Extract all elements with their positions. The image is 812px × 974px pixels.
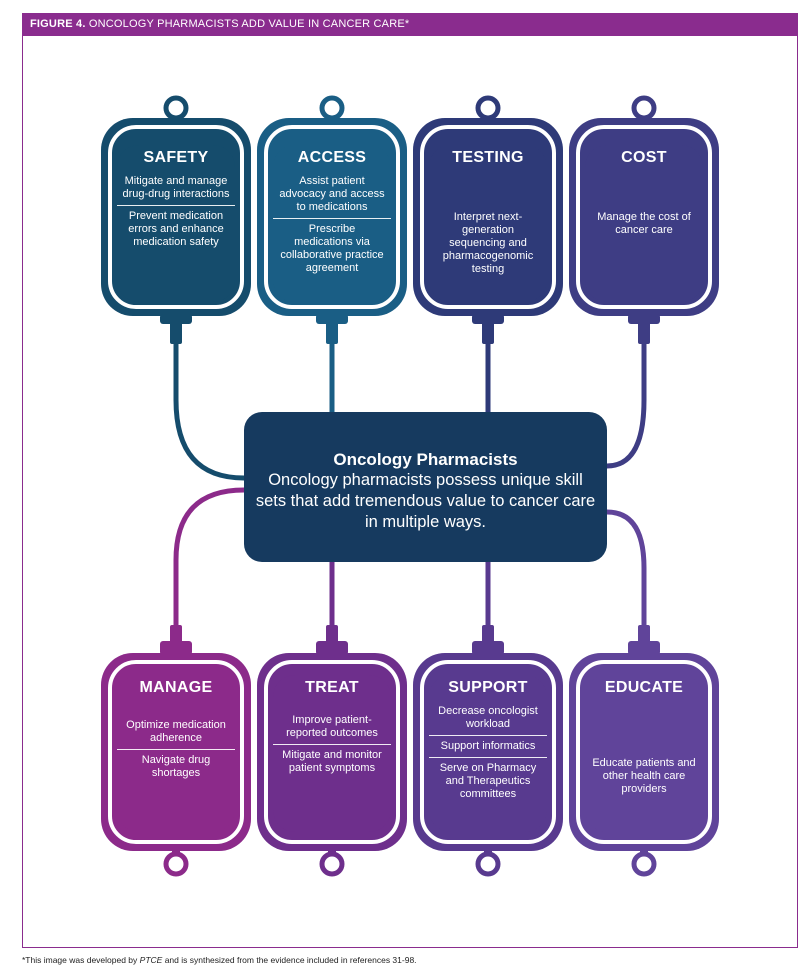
educate-bag-inner-outline <box>576 660 712 844</box>
treat-section-2: Mitigate and monitor patient symptoms <box>273 744 391 779</box>
figure-frame <box>22 36 798 948</box>
cost-bag: COST Manage the cost of cancer care <box>585 145 703 302</box>
figure-label: FIGURE 4. <box>30 18 86 30</box>
support-section-3: Serve on Pharmacy and Therapeutics commi… <box>429 757 547 805</box>
manage-bag-inner-outline <box>108 660 244 844</box>
testing-bag-inner-outline <box>420 125 556 309</box>
access-bag-spout <box>326 322 338 344</box>
treat-bag-port <box>316 641 348 655</box>
educate-hanger-ring <box>631 851 657 877</box>
cost-hanger-ring <box>631 95 657 121</box>
treat-hanger-ring <box>319 851 345 877</box>
safety-bag-spout <box>170 322 182 344</box>
figure-header: FIGURE 4. ONCOLOGY PHARMACISTS ADD VALUE… <box>22 13 798 36</box>
educate-tubing <box>606 509 647 630</box>
treat-bag-spout <box>326 625 338 643</box>
support-title: SUPPORT <box>448 679 528 696</box>
treat-title: TREAT <box>305 679 359 696</box>
figure-title: ONCOLOGY PHARMACISTS ADD VALUE IN CANCER… <box>88 18 410 30</box>
safety-bag-port <box>160 314 192 324</box>
access-hanger-ring <box>319 95 345 121</box>
access-bag-port <box>316 314 348 324</box>
testing-hanger-ring <box>475 95 501 121</box>
access-bag-inner-outline <box>264 125 400 309</box>
testing-section-1: Interpret next-generation sequencing and… <box>442 211 534 275</box>
cost-section-1: Manage the cost of cancer care <box>597 211 691 236</box>
footnote-prefix: *This image was developed by <box>22 955 140 965</box>
manage-bag-port <box>160 641 192 655</box>
cost-bag-spout <box>638 322 650 344</box>
access-section-2: Prescribe medications via collaborative … <box>273 218 391 279</box>
center-box: Oncology Pharmacists Oncology pharmacist… <box>244 412 607 562</box>
access-title: ACCESS <box>297 149 367 166</box>
safety-title: SAFETY <box>143 149 209 166</box>
manage-section-2: Navigate drug shortages <box>117 749 235 784</box>
access-section-1: Assist patient advocacy and access to me… <box>279 175 385 213</box>
educate-title: EDUCATE <box>604 679 684 696</box>
testing-title: TESTING <box>452 149 524 166</box>
center-title: Oncology Pharmacists <box>333 450 518 469</box>
cost-tubing <box>606 340 647 469</box>
testing-bag: TESTING Interpret next-generation sequenc… <box>429 145 547 302</box>
manage-section-1: Optimize medication adherence <box>126 719 226 744</box>
support-bag-inner-outline <box>420 660 556 844</box>
testing-bag-spout <box>482 322 494 344</box>
safety-hanger-ring <box>163 95 189 121</box>
support-bag-spout <box>482 625 494 643</box>
support-section-1: Decrease oncologist workload <box>438 705 538 730</box>
treat-section-1: Improve patient-reported outcomes <box>286 714 378 739</box>
treat-bag-inner-outline <box>264 660 400 844</box>
educate-section-1: Educate patients and other health care p… <box>592 757 696 795</box>
safety-tubing <box>173 340 245 481</box>
safety-bag-inner-outline <box>108 125 244 309</box>
cost-bag-port <box>628 314 660 324</box>
footnote-org: PTCE <box>139 955 163 965</box>
support-hanger-ring <box>475 851 501 877</box>
support-bag-port <box>472 641 504 655</box>
educate-bag-port <box>628 641 660 655</box>
educate-bag: EDUCATE Educate patients and other health… <box>585 675 703 832</box>
safety-section-1: Mitigate and manage drug-drug interactio… <box>122 175 230 200</box>
manage-hanger-ring <box>163 851 189 877</box>
footnote: *This image was developed by PTCE and is… <box>22 955 417 965</box>
educate-bag-spout <box>638 625 650 643</box>
manage-title: MANAGE <box>139 679 213 696</box>
testing-bag-port <box>472 314 504 324</box>
support-section-2: Support informatics <box>429 735 547 757</box>
footnote-suffix: and is synthesized from the evidence inc… <box>162 955 417 965</box>
safety-section-2: Prevent medication errors and enhance me… <box>117 205 235 253</box>
center-description: Oncology pharmacists possess unique skil… <box>255 471 596 531</box>
cost-title: COST <box>621 149 667 166</box>
safety-bag: SAFETY Mitigate and manage drug-drug inte… <box>117 145 235 302</box>
manage-tubing <box>173 487 245 630</box>
manage-bag-spout <box>170 625 182 643</box>
access-bag: ACCESS Assist patient advocacy and access… <box>273 145 391 302</box>
cost-bag-inner-outline <box>576 125 712 309</box>
